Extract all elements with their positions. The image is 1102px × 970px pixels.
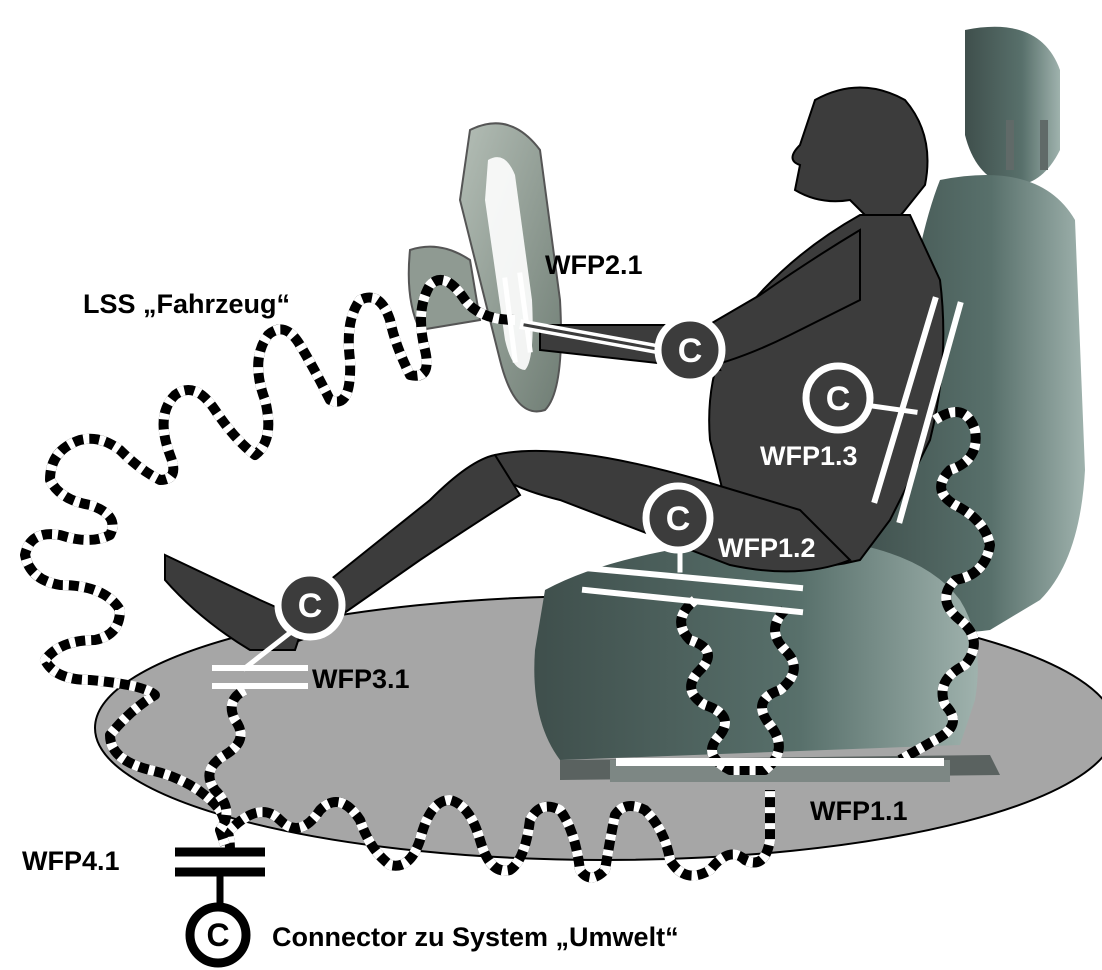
connector-knee-symbol: C <box>298 587 323 625</box>
label-connector-umwelt: Connector zu System „Umwelt“ <box>272 922 679 952</box>
steering-wheel <box>409 123 561 411</box>
label-wfp1-3: WFP1.3 <box>760 441 858 471</box>
label-wfp4-1: WFP4.1 <box>22 846 120 876</box>
connector-back: C <box>806 366 870 430</box>
connector-hand: C <box>658 318 722 382</box>
label-wfp1-1: WFP1.1 <box>810 796 908 826</box>
connector-hand-symbol: C <box>678 332 703 370</box>
label-wfp3-1: WFP3.1 <box>312 664 410 694</box>
connector-umwelt: C <box>190 907 246 963</box>
connector-umwelt-symbol: C <box>206 917 229 953</box>
connector-seat-symbol: C <box>666 500 691 538</box>
connector-back-symbol: C <box>826 380 851 418</box>
label-wfp2-1: WFP2.1 <box>545 250 643 280</box>
connector-knee: C <box>278 573 342 637</box>
connector-seat: C <box>646 486 710 550</box>
label-wfp1-2: WFP1.2 <box>718 533 816 563</box>
label-lss-fahrzeug: LSS „Fahrzeug“ <box>83 289 290 319</box>
